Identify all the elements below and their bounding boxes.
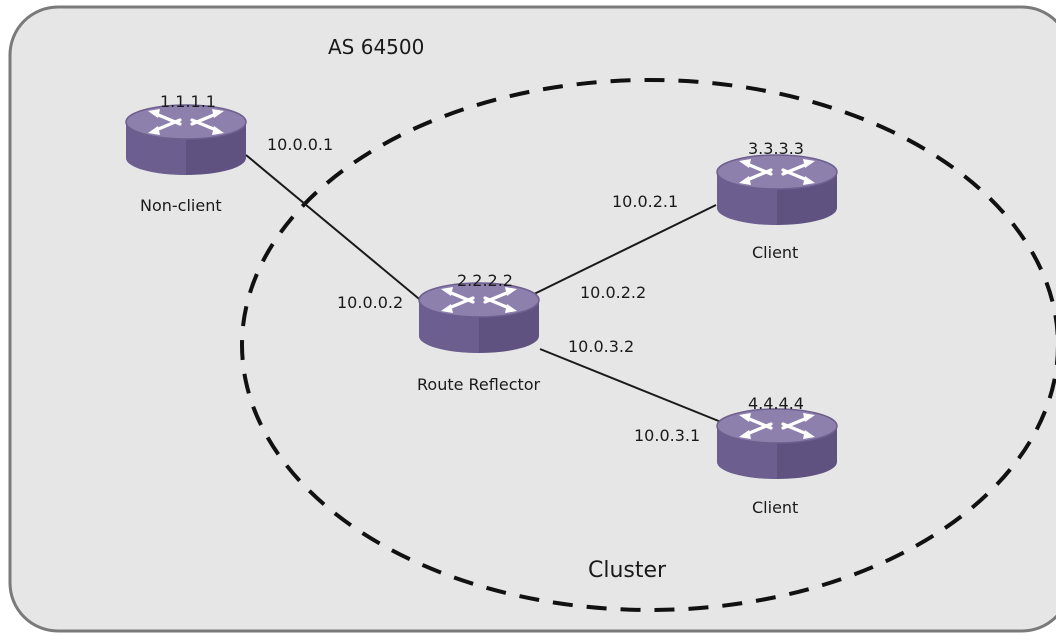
router-r4-role: Client	[752, 498, 798, 517]
as-label: AS 64500	[328, 35, 424, 59]
link-r1-rr	[245, 154, 431, 309]
router-rr-ip: 2.2.2.2	[457, 271, 513, 290]
router-icon	[124, 103, 248, 177]
cluster-boundary	[240, 78, 1056, 612]
link-rr-r3-b: 10.0.2.1	[612, 192, 678, 211]
router-icon	[417, 281, 541, 355]
cluster-label: Cluster	[588, 558, 667, 583]
link-r1-rr-a: 10.0.0.1	[267, 135, 333, 154]
link-rr-r3	[529, 204, 717, 297]
link-rr-r3-a: 10.0.2.2	[580, 283, 646, 302]
router-r4-ip: 4.4.4.4	[748, 394, 804, 413]
link-r1-rr-b: 10.0.0.2	[337, 293, 403, 312]
router-icon	[715, 407, 839, 481]
router-r3-ip: 3.3.3.3	[748, 139, 804, 158]
link-rr-r4	[539, 348, 737, 429]
router-rr-role: Route Reflector	[417, 375, 541, 394]
link-rr-r4-b: 10.0.3.1	[634, 426, 700, 445]
link-rr-r4-a: 10.0.3.2	[568, 337, 634, 356]
router-r1-ip: 1.1.1.1	[160, 92, 216, 111]
router-r3-role: Client	[752, 243, 798, 262]
router-r1-role: Non-client	[140, 196, 222, 215]
router-icon	[715, 153, 839, 227]
